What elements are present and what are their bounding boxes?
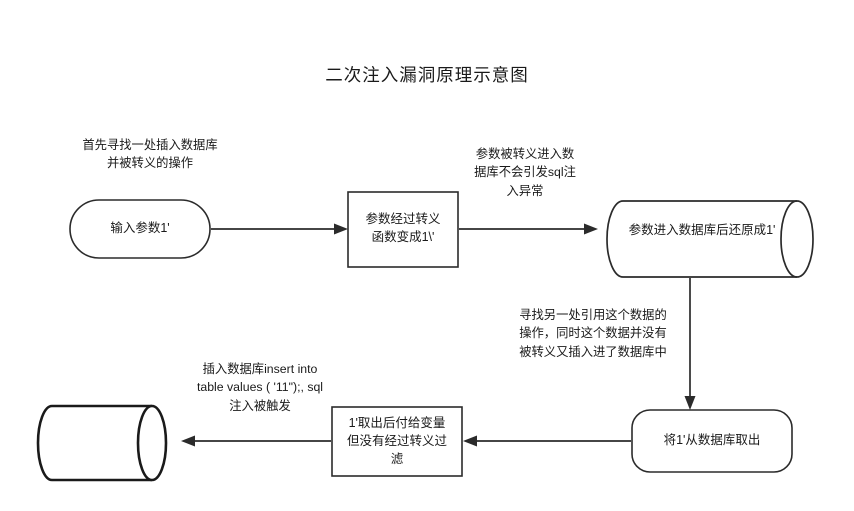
edge-label-no-sql-error: 参数被转义进入数 据库不会引发sql注 入异常 [474, 147, 576, 198]
edge-input-to-escape [211, 223, 348, 235]
node-database-restore-shape[interactable] [606, 200, 814, 278]
edge-label-find-insert: 首先寻找一处插入数据库 并被转义的操作 [82, 138, 218, 171]
node-input-param-shape[interactable] [69, 199, 211, 259]
edge-escape-to-database [459, 223, 598, 235]
edge-assign-to-target-db [181, 435, 331, 447]
node-fetch-from-db-shape[interactable] [631, 409, 793, 473]
edge-label-find-reference: 寻找另一处引用这个数据的 操作，同时这个数据并没有 被转义又插入进了数据库中 [519, 308, 667, 359]
edge-fetch-to-assign [463, 435, 631, 447]
page-title: 二次注入漏洞原理示意图 [325, 65, 529, 85]
edge-label-sql-triggered: 插入数据库insert into table values ( '11");, … [196, 362, 324, 413]
node-assign-variable-shape[interactable] [331, 406, 463, 477]
node-escape-function-shape[interactable] [347, 191, 459, 268]
node-target-database-shape[interactable] [36, 404, 168, 482]
edge-database-to-fetch [684, 278, 696, 410]
